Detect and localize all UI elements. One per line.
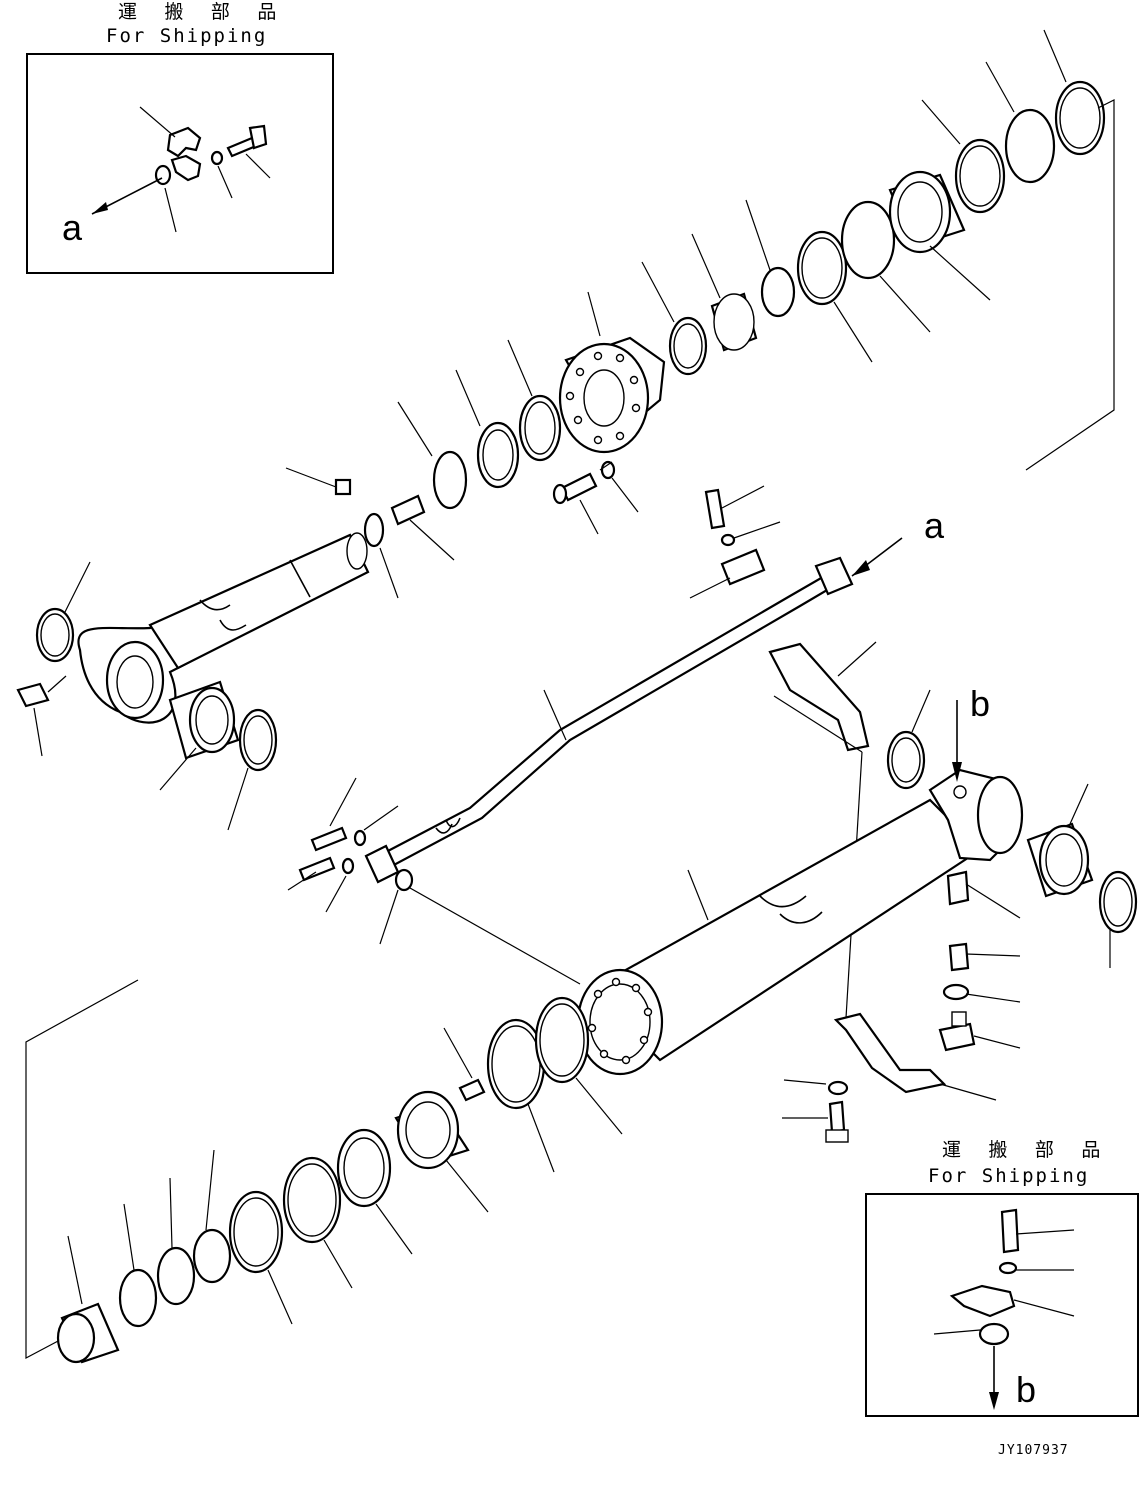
piston-rod bbox=[148, 533, 370, 670]
shipping-box-top-en: For Shipping bbox=[106, 25, 267, 47]
ref-label-a-pipe: a bbox=[924, 505, 945, 546]
clamp-bolt-lower bbox=[828, 1100, 846, 1134]
shipping-box-bottom-en: For Shipping bbox=[928, 1165, 1089, 1187]
bolt-head bbox=[248, 124, 268, 150]
pipe-assembly: a bbox=[287, 485, 945, 1019]
drawing-code: JY107937 bbox=[998, 1443, 1069, 1458]
wear-ring bbox=[840, 200, 896, 280]
snap-ring bbox=[760, 266, 796, 318]
cylinder-tube: b bbox=[576, 683, 1138, 1143]
lock-ring bbox=[363, 512, 385, 548]
washer bbox=[210, 150, 224, 166]
piston-backup bbox=[1004, 108, 1056, 184]
ship-clamp bbox=[949, 1284, 1016, 1318]
clamp-half-lower bbox=[170, 154, 202, 182]
clamp-half bbox=[166, 126, 202, 158]
shipping-box-bottom-frame bbox=[865, 1193, 1139, 1417]
spring bbox=[948, 942, 970, 972]
plug bbox=[334, 478, 352, 496]
flange-o-ring bbox=[394, 868, 414, 892]
clamp-strap-lower bbox=[833, 1012, 947, 1094]
head-bolt bbox=[560, 472, 598, 502]
set-screw bbox=[458, 1078, 486, 1102]
clamp-washer bbox=[827, 1080, 849, 1096]
shipping-box-top-frame bbox=[26, 53, 334, 274]
clamp-block bbox=[720, 548, 766, 586]
o-ring-small bbox=[154, 164, 172, 186]
hydraulic-pipe bbox=[384, 572, 836, 868]
clamp-strap-upper bbox=[768, 642, 870, 752]
plug-valve bbox=[946, 870, 970, 906]
pipe-flange-top bbox=[814, 556, 854, 596]
pin bbox=[390, 494, 426, 526]
shipping-box-bottom-jp: 運 搬 部 品 bbox=[942, 1139, 1108, 1161]
valve-seat bbox=[938, 1022, 976, 1052]
ship-washer bbox=[998, 1261, 1018, 1275]
ring-lower-3 bbox=[156, 1246, 196, 1306]
flange-bolt-2 bbox=[298, 856, 336, 882]
grease-fitting bbox=[16, 682, 50, 708]
shipping-box-top: 運 搬 部 品 For Shipping a bbox=[26, 1, 334, 274]
lower-row-parts bbox=[25, 979, 623, 1364]
backup-ring bbox=[432, 450, 468, 510]
ship-bolt bbox=[1000, 1208, 1020, 1254]
valve-ball bbox=[942, 983, 970, 1001]
shipping-box-top-jp: 運 搬 部 品 bbox=[118, 1, 284, 23]
flange-bolt-1 bbox=[310, 826, 348, 852]
ref-label-b-cylinder: b bbox=[970, 683, 990, 724]
clamp-bolt-top bbox=[704, 488, 726, 530]
ring-lower-4 bbox=[118, 1268, 158, 1328]
ref-label-b-box: b bbox=[1016, 1369, 1036, 1410]
shipping-box-bottom: 運 搬 部 品 For Shipping b bbox=[865, 1139, 1139, 1417]
ship-cap bbox=[978, 1322, 1010, 1346]
ref-label-a-top: a bbox=[62, 207, 83, 248]
snap-ring-lower bbox=[192, 1228, 232, 1284]
rod-assembly bbox=[16, 29, 1115, 831]
